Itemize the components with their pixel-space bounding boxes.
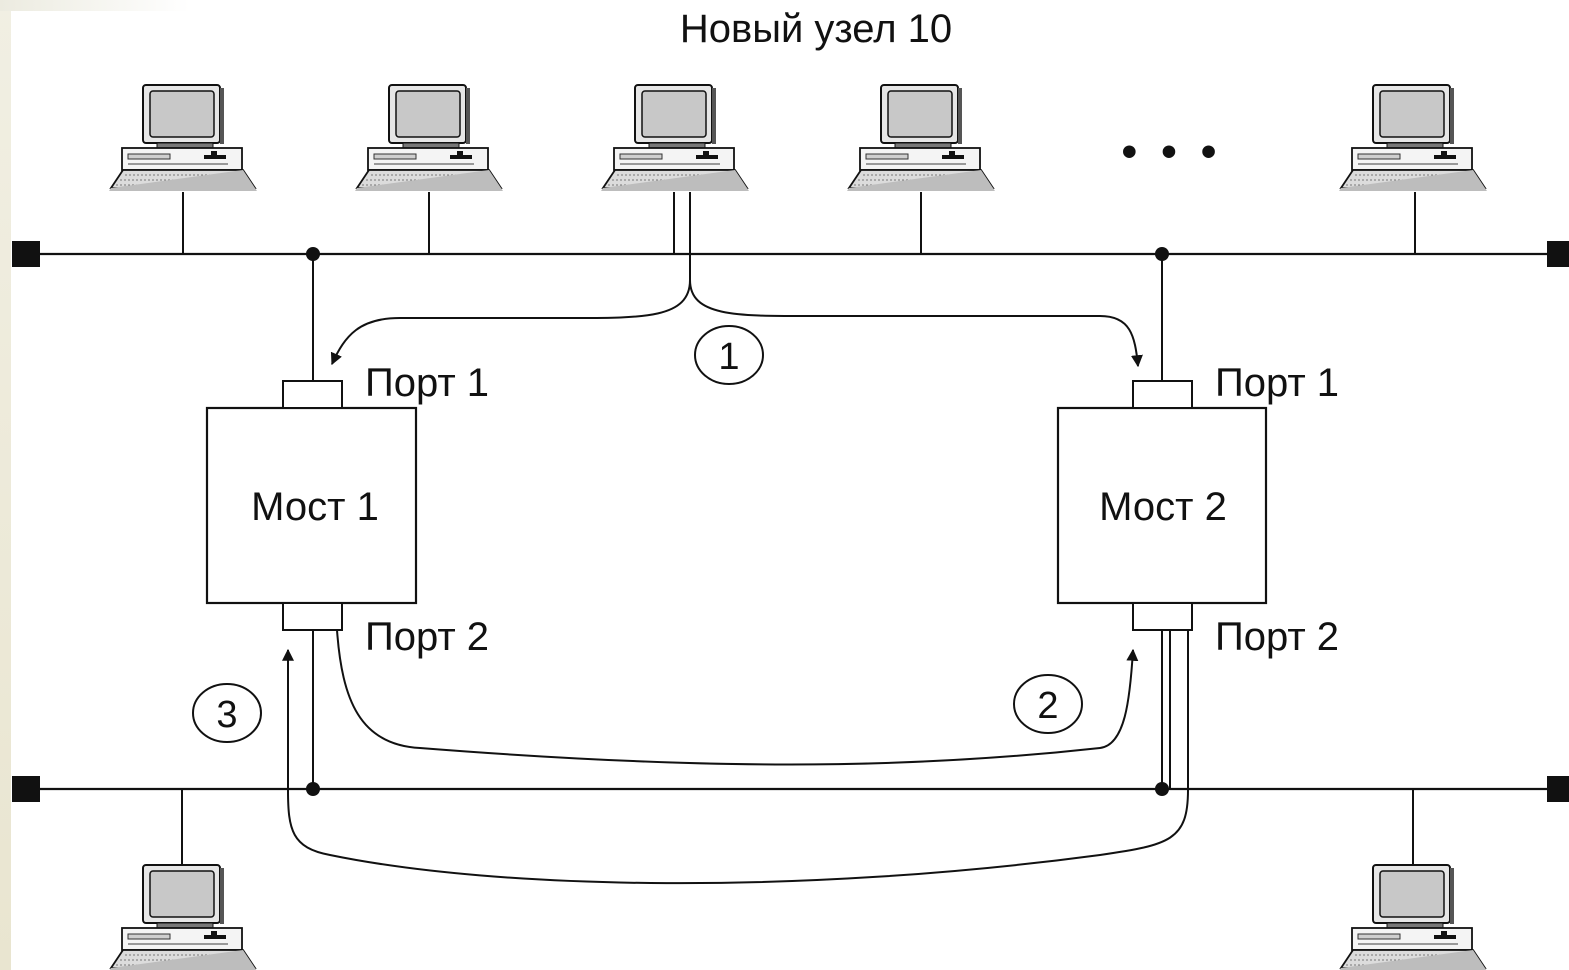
step-marker-2 <box>1013 674 1083 734</box>
flow-1-to-bridge-1-arrow <box>330 192 691 366</box>
flow-1-to-bridge-2-arrow <box>689 279 1143 368</box>
computer-icon <box>108 864 258 970</box>
step-marker-3 <box>192 683 262 743</box>
junction-dot <box>1155 782 1169 796</box>
bridge-2-port-1-label: Порт 1 <box>1215 361 1339 405</box>
computer-icon <box>354 84 504 192</box>
bridge-2-label: Мост 2 <box>1099 485 1227 529</box>
junction-dot <box>306 247 320 261</box>
junction-dot <box>1155 247 1169 261</box>
computer-icon <box>846 84 996 192</box>
slide-edge-strip <box>0 0 11 970</box>
terminator-icon <box>1547 241 1569 267</box>
diagram-title: Новый узел 10 <box>680 7 952 51</box>
step-marker-1 <box>694 325 764 385</box>
bridge-1-port-2-label: Порт 2 <box>365 615 489 659</box>
bridge-1-port-1 <box>282 380 343 409</box>
bridge-2-port-2-label: Порт 2 <box>1215 615 1339 659</box>
computer-icon <box>1338 84 1488 192</box>
bridge-1-port-2 <box>282 602 343 631</box>
slide-corner-fade <box>0 0 190 11</box>
flow-2-arrow <box>336 629 1139 766</box>
bridge-1-label: Мост 1 <box>251 485 379 529</box>
step-marker-1-label: 1 <box>718 336 739 378</box>
step-marker-3-label: 3 <box>216 694 237 736</box>
flow-3-arrow <box>282 630 1189 885</box>
bridge-2-box <box>1056 406 1268 605</box>
terminator-icon <box>12 776 40 802</box>
computer-icon <box>1338 864 1488 970</box>
terminator-icon <box>12 241 40 267</box>
bridge-1-port-1-label: Порт 1 <box>365 361 489 405</box>
more-computers-ellipsis: • • • <box>1122 127 1223 176</box>
junction-dot <box>306 782 320 796</box>
terminator-icon <box>1547 776 1569 802</box>
computer-icon <box>108 84 258 192</box>
bridge-2-port-2 <box>1132 602 1193 631</box>
new-node-10-computer-icon <box>600 84 750 192</box>
bridge-2-port-1 <box>1132 380 1193 409</box>
step-marker-2-label: 2 <box>1037 685 1058 727</box>
